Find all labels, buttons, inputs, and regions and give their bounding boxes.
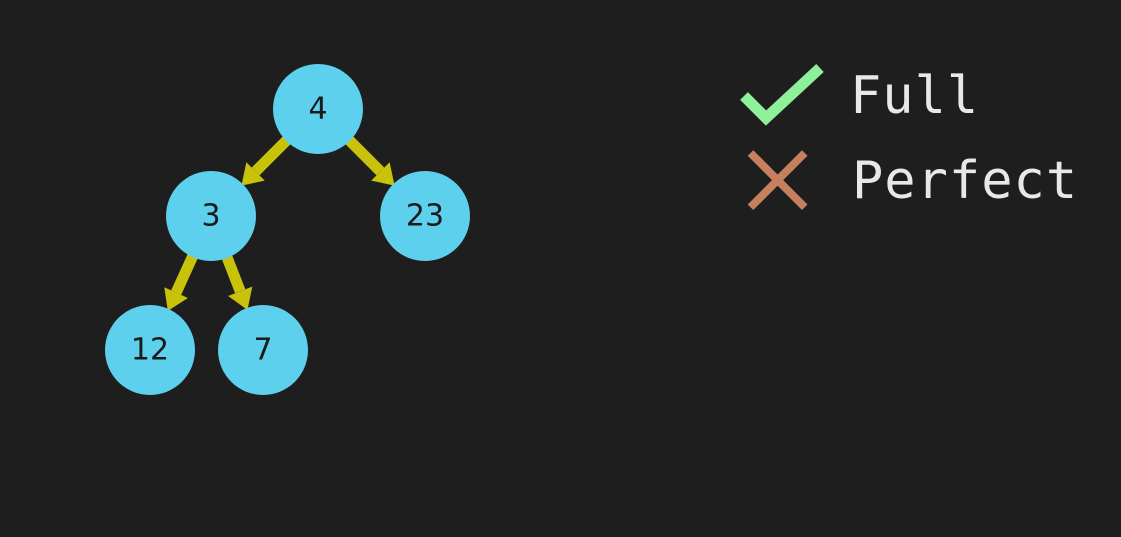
tree-node-23: 23	[380, 171, 470, 261]
tree-edges	[164, 131, 395, 311]
tree-edge-n4-n3	[241, 131, 296, 186]
node-label: 7	[253, 333, 272, 368]
legend-full: Full	[734, 56, 979, 136]
node-label: 3	[201, 199, 220, 234]
tree-node-3: 3	[166, 171, 256, 261]
tree-nodes: 4 3 23 12 7	[105, 64, 470, 395]
tree-node-12: 12	[105, 305, 195, 395]
arrow-head-icon	[241, 162, 265, 186]
node-label: 12	[131, 333, 169, 368]
edge-shaft	[251, 131, 296, 176]
node-circle	[166, 171, 256, 261]
tree-edge-n4-n23	[340, 131, 395, 186]
legend-full-label: Full	[850, 66, 980, 126]
arrow-head-icon	[371, 162, 395, 186]
node-circle	[380, 171, 470, 261]
tree-node-7: 7	[218, 305, 308, 395]
arrow-head-icon	[228, 286, 253, 310]
cross-icon	[747, 150, 808, 211]
tree-node-4: 4	[273, 64, 363, 154]
check-icon	[740, 63, 824, 126]
tree-edge-n3-n7	[219, 248, 253, 310]
node-circle	[273, 64, 363, 154]
edge-shaft	[340, 131, 385, 176]
node-label: 23	[406, 199, 444, 234]
node-circle	[218, 305, 308, 395]
tree-edge-n3-n12	[164, 247, 201, 311]
legend-perfect-label: Perfect	[852, 151, 1079, 211]
legend-perfect: Perfect	[740, 141, 1078, 221]
node-circle	[105, 305, 195, 395]
node-label: 4	[308, 92, 327, 127]
arrow-head-icon	[164, 287, 188, 311]
